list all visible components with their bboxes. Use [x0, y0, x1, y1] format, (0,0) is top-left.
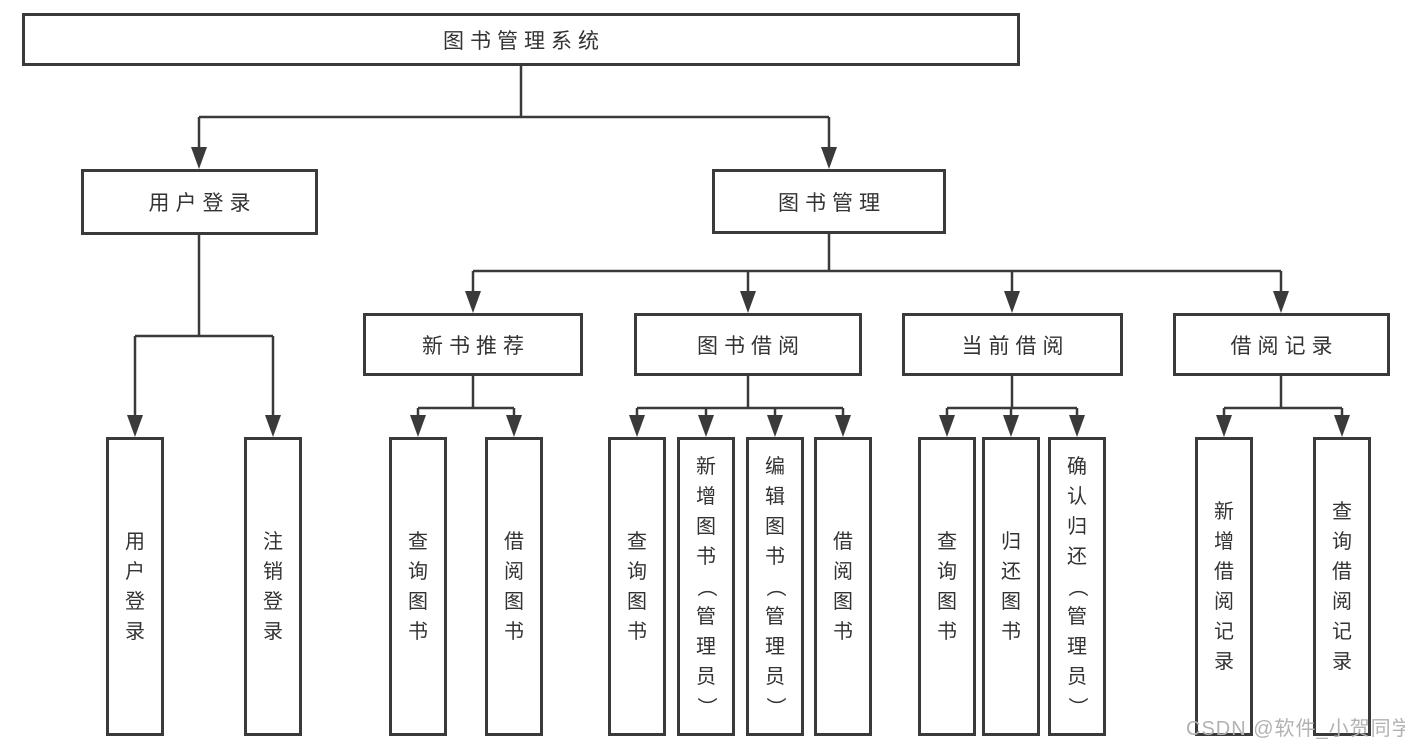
leaf-return-book: 归还图书	[982, 437, 1040, 736]
node-borrowing-records-label: 借阅记录	[1230, 334, 1339, 358]
node-book-borrowing: 图书借阅	[634, 313, 862, 376]
leaf-query-books-borrowing-label: 查询图书	[627, 530, 647, 643]
leaf-logout: 注销登录	[244, 437, 302, 736]
leaf-query-books-borrowing: 查询图书	[608, 437, 666, 736]
node-new-book-recommend: 新书推荐	[363, 313, 583, 376]
csdn-watermark: CSDN @软件_小贺同学	[1186, 718, 1405, 740]
leaf-query-books-current: 查询图书	[918, 437, 976, 736]
leaf-query-borrow-record: 查询借阅记录	[1313, 437, 1371, 736]
leaf-borrow-books-recommend: 借阅图书	[485, 437, 543, 736]
leaf-query-books-recommend: 查询图书	[389, 437, 447, 736]
leaf-add-book-admin-label: 新增图书（管理员）	[695, 455, 717, 717]
leaf-query-borrow-record-label: 查询借阅记录	[1332, 500, 1352, 673]
node-current-borrowing: 当前借阅	[902, 313, 1123, 376]
leaf-borrow-books-borrowing-label: 借阅图书	[833, 530, 853, 643]
leaf-borrow-books-borrowing: 借阅图书	[814, 437, 872, 736]
leaf-edit-book-admin: 编辑图书（管理员）	[746, 437, 804, 736]
leaf-add-book-admin: 新增图书（管理员）	[677, 437, 735, 736]
node-book-management: 图书管理	[712, 169, 946, 234]
leaf-return-book-label: 归还图书	[1001, 530, 1021, 643]
leaf-query-books-current-label: 查询图书	[937, 530, 957, 643]
node-borrowing-records: 借阅记录	[1173, 313, 1390, 376]
node-user-login-module: 用户登录	[81, 169, 318, 235]
leaf-user-login: 用户登录	[106, 437, 164, 736]
node-user-login-module-label: 用户登录	[148, 192, 257, 215]
leaf-confirm-return-admin: 确认归还（管理员）	[1048, 437, 1106, 736]
node-root: 图书管理系统	[22, 13, 1020, 66]
leaf-borrow-books-recommend-label: 借阅图书	[504, 530, 524, 643]
node-current-borrowing-label: 当前借阅	[961, 334, 1070, 358]
leaf-logout-label: 注销登录	[263, 530, 283, 643]
leaf-user-login-label: 用户登录	[125, 530, 145, 643]
node-book-management-label: 图书管理	[778, 191, 886, 215]
leaf-query-books-recommend-label: 查询图书	[408, 530, 428, 643]
leaf-add-borrow-record-label: 新增借阅记录	[1214, 500, 1234, 673]
node-root-label: 图书管理系统	[443, 29, 605, 53]
leaf-confirm-return-admin-label: 确认归还（管理员）	[1066, 455, 1088, 717]
node-new-book-recommend-label: 新书推荐	[422, 334, 530, 358]
arrow-heads	[127, 147, 1350, 437]
connector-path	[133, 66, 1344, 421]
leaf-edit-book-admin-label: 编辑图书（管理员）	[764, 455, 786, 717]
node-book-borrowing-label: 图书借阅	[697, 334, 805, 358]
leaf-add-borrow-record: 新增借阅记录	[1195, 437, 1253, 736]
